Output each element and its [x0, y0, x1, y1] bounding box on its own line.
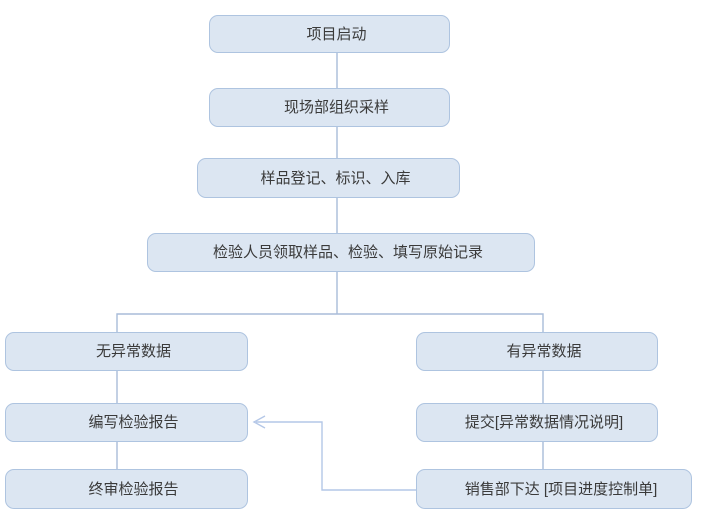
- flow-node-label: 现场部组织采样: [283, 99, 389, 116]
- flow-node-label: 项目启动: [306, 25, 367, 43]
- flow-node-write-report: 编写检验报告: [5, 403, 248, 442]
- flow-node-label: 检验人员领取样品、检验、填写原始记录: [212, 244, 483, 261]
- flow-node-inspection-record: 检验人员领取样品、检验、填写原始记录: [147, 233, 535, 272]
- connector-branch-split: [116, 313, 544, 332]
- flow-node-field-sampling: 现场部组织采样: [209, 88, 450, 127]
- flow-node-project-start: 项目启动: [209, 15, 450, 53]
- flow-node-final-review: 终审检验报告: [5, 469, 248, 509]
- feedback-arrowhead-icon: [252, 415, 266, 429]
- flow-node-label: 无异常数据: [95, 343, 171, 360]
- flow-node-sales-control-order: 销售部下达 [项目进度控制单]: [416, 469, 692, 509]
- flow-node-no-abnormal-data: 无异常数据: [5, 332, 248, 371]
- flow-node-sample-registration: 样品登记、标识、入库: [197, 158, 460, 198]
- flow-node-label: 提交[异常数据情况说明]: [464, 414, 624, 431]
- flow-node-label: 样品登记、标识、入库: [260, 169, 411, 187]
- feedback-connector: [256, 421, 416, 491]
- flow-node-label: 销售部下达 [项目进度控制单]: [464, 480, 658, 498]
- flow-node-abnormal-data: 有异常数据: [416, 332, 658, 371]
- flow-node-submit-explanation: 提交[异常数据情况说明]: [416, 403, 658, 442]
- flow-node-label: 终审检验报告: [88, 480, 179, 498]
- flow-node-label: 有异常数据: [506, 343, 582, 360]
- flow-node-label: 编写检验报告: [88, 414, 179, 431]
